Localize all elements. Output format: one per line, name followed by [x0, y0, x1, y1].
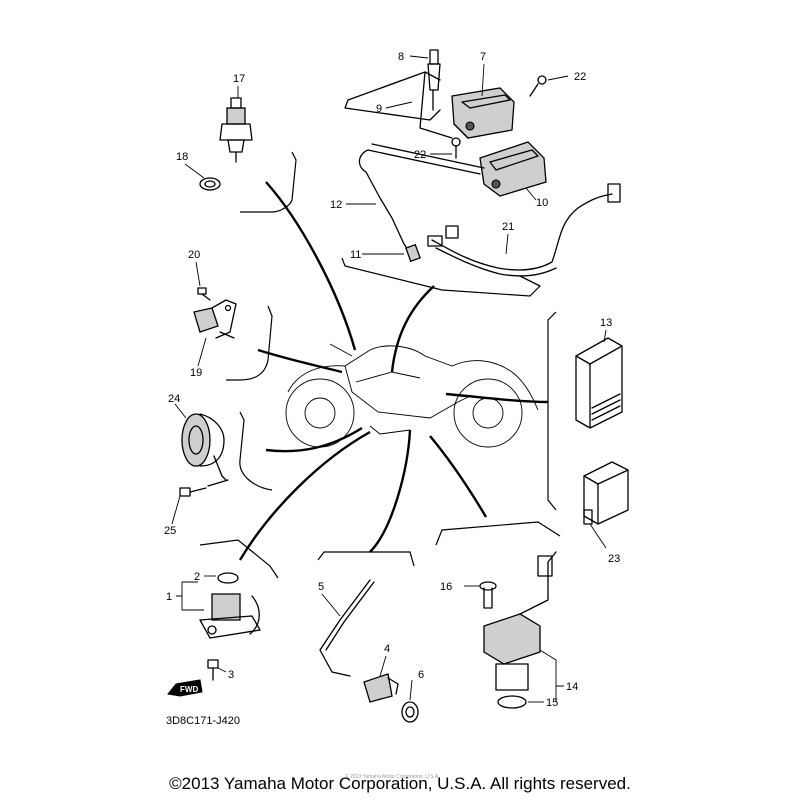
callout-2: 2 — [194, 571, 200, 583]
callout-22a: 22 — [574, 71, 586, 83]
fwd-arrow: FWD — [167, 679, 203, 697]
callout-6: 6 — [418, 669, 424, 681]
callout-9: 9 — [376, 103, 382, 115]
temperature-sensor-17 — [219, 97, 253, 163]
callout-11: 11 — [350, 249, 361, 261]
group-brackets — [199, 151, 561, 579]
callout-14: 14 — [566, 681, 578, 693]
callout-21: 21 — [502, 221, 514, 233]
bolt-16 — [479, 581, 497, 609]
callout-1: 1 — [166, 591, 172, 603]
sensor-19 — [193, 299, 237, 339]
callout-16: 16 — [440, 581, 452, 593]
bolt-20 — [197, 287, 211, 301]
callout-22b: 22 — [414, 149, 426, 161]
ecu-13 — [575, 337, 623, 429]
callout-15: 15 — [546, 697, 558, 709]
lead-5 — [319, 579, 375, 677]
callout-12: 12 — [330, 199, 342, 211]
callout-5: 5 — [318, 581, 324, 593]
gasket-6 — [401, 701, 419, 723]
bolt-3 — [207, 659, 219, 681]
ignition-coil-7 — [451, 87, 515, 139]
callout-18: 18 — [176, 151, 188, 163]
relay-23 — [583, 461, 629, 525]
sensor-4 — [363, 673, 399, 703]
callout-20: 20 — [188, 249, 200, 261]
ignition-coil-10 — [479, 141, 547, 197]
callout-13: 13 — [600, 317, 612, 329]
horn-24 — [181, 413, 229, 487]
speed-sensor-1 — [199, 572, 261, 639]
callout-7: 7 — [480, 51, 486, 63]
callout-8: 8 — [398, 51, 404, 63]
o-ring-15 — [497, 695, 527, 709]
svg-text:FWD: FWD — [180, 685, 198, 694]
callout-3: 3 — [228, 669, 234, 681]
callout-4: 4 — [384, 643, 390, 655]
wire-harness-21 — [427, 183, 621, 287]
callout-10: 10 — [536, 197, 548, 209]
drawing-code: 3D8C171-J420 — [166, 715, 240, 727]
callout-lines — [238, 181, 549, 561]
washer-18 — [199, 177, 221, 191]
leader-lines — [171, 55, 607, 703]
bolt-22 — [451, 75, 547, 159]
bolt-25 — [179, 487, 207, 497]
watermark: © 2013 Yamaha Motor Corporation, U.S.A. — [345, 773, 440, 780]
sensor-14 — [483, 551, 557, 691]
callout-19: 19 — [190, 367, 202, 379]
copyright-notice: ©2013 Yamaha Motor Corporation, U.S.A. A… — [169, 774, 631, 793]
callout-24: 24 — [168, 393, 180, 405]
callout-numbers: 17 18 8 7 9 22 22 10 12 21 11 20 19 24 2… — [164, 51, 620, 780]
callout-17: 17 — [233, 73, 245, 85]
wire-lead-12 — [358, 143, 485, 263]
spark-plug-cap-8 — [427, 49, 441, 111]
callout-25: 25 — [164, 525, 176, 537]
callout-23: 23 — [608, 553, 620, 565]
hose-9 — [344, 71, 453, 139]
motorcycle-outline — [285, 343, 539, 448]
